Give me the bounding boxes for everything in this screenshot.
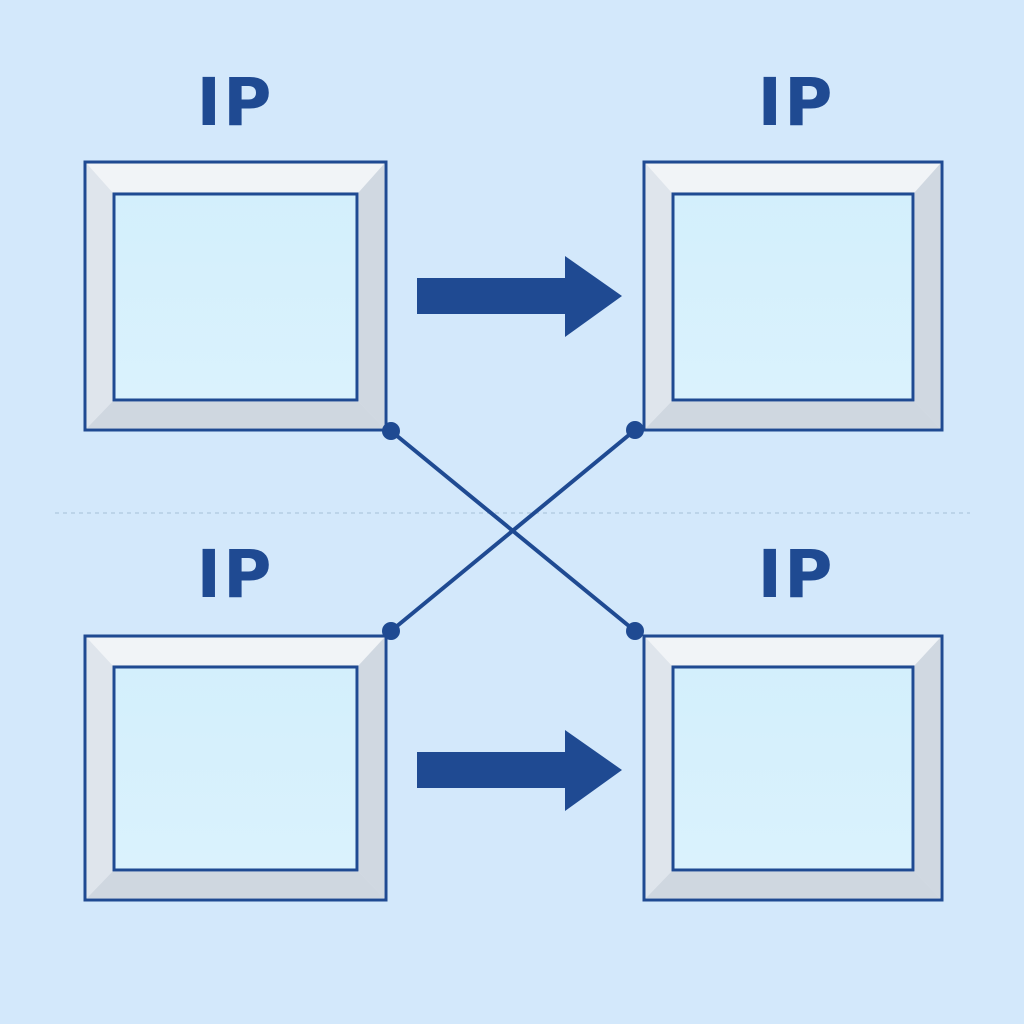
screen-top-right: [671, 192, 915, 402]
ip-label-bottom-right: IP: [757, 536, 835, 613]
ip-label-bottom-left: IP: [196, 536, 274, 613]
terminal-top-left: [83, 160, 388, 432]
connector-node: [626, 622, 644, 640]
ip-label-top-left: IP: [196, 64, 274, 141]
screen-top-left: [112, 192, 359, 402]
ip-label-top-right: IP: [757, 64, 835, 141]
screen-bottom-right: [671, 665, 915, 872]
arrow-right-icon: [417, 730, 622, 811]
cross-connector-line: [389, 428, 637, 633]
terminal-bottom-right: [642, 634, 944, 902]
terminal-bottom-left: [83, 634, 388, 902]
terminal-top-right: [642, 160, 944, 432]
screen-bottom-left: [112, 665, 359, 872]
connector-node: [626, 421, 644, 439]
connector-node: [382, 622, 400, 640]
connector-node: [382, 422, 400, 440]
arrow-right-icon: [417, 256, 622, 337]
